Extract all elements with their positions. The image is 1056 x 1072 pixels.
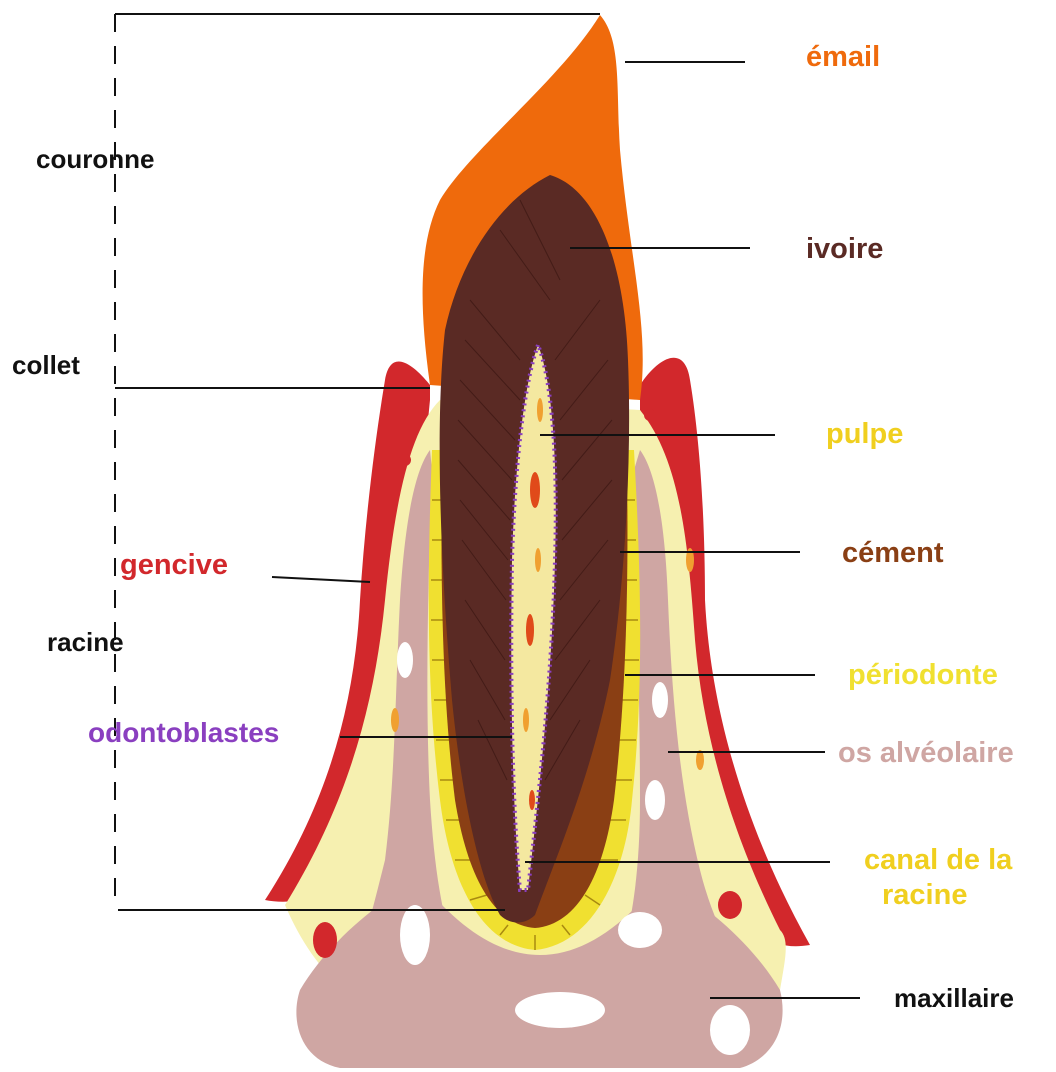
canal-label-line1: canal de la <box>864 845 1012 875</box>
bone-hole <box>652 682 668 718</box>
ivoire-label: ivoire <box>806 234 883 264</box>
pulpe-label: pulpe <box>826 419 903 449</box>
bone-hole <box>397 642 413 678</box>
gencive-label: gencive <box>120 550 228 580</box>
canal-label-line2: racine <box>882 880 967 910</box>
email-label: émail <box>806 42 880 72</box>
gencive-leader-line <box>272 577 370 582</box>
collet-label: collet <box>12 350 80 380</box>
maxillaire-label: maxillaire <box>894 983 1014 1013</box>
bone-hole <box>400 905 430 965</box>
periodonte-label: périodonte <box>848 660 998 690</box>
bone-hole <box>645 780 665 820</box>
bone-hole <box>710 1005 750 1055</box>
couronne-label: couronne <box>36 144 154 174</box>
os-alveolaire-label: os alvéolaire <box>838 738 1014 768</box>
bone-hole <box>515 992 605 1028</box>
racine-label: racine <box>47 627 124 657</box>
cement-label: cément <box>842 538 944 568</box>
bone-hole <box>618 912 662 948</box>
odontoblastes-label: odontoblastes <box>88 718 279 748</box>
